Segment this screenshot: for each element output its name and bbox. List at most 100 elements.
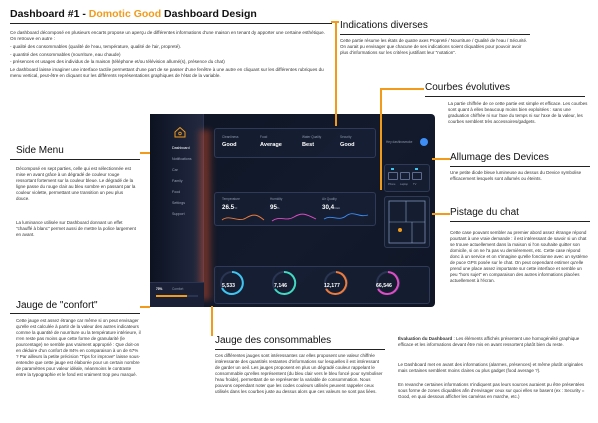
section-text-indications: Cette partie résume les états de quatre … [340,38,528,55]
gauge-rings [220,270,400,295]
gauge-value-cold-water: 5,533 [222,283,235,289]
intro-paragraph: Le dashboard laisse imaginer une interfa… [10,67,324,79]
air-quality-curve [323,213,369,220]
section-text-confort: Cette jauge est assez étrange car même s… [16,318,141,377]
section-text-sidemenu-2: La luminance utilisée sur Dashboard donn… [16,220,136,237]
device-label: TV [413,183,417,186]
section-title-indications: Indications diverses [340,20,428,31]
metric-value-temperature: 26.5°C [222,204,238,211]
evaluation-text: Évaluation du Dashboard : Les éléments a… [398,336,590,348]
electricity-gauge-arc [325,271,348,295]
intro-paragraph: - qualité des consommables (qualité de l… [10,43,182,49]
food-gauge-arc [377,271,400,295]
section-title-jauge: Jauge des consommables [215,335,332,346]
device-label: Phone [388,183,396,186]
section-text-sidemenu: Décomposé en sept parties, celle qui est… [16,166,136,201]
device-laptop-icon[interactable] [400,172,410,180]
intro-paragraph: - quantité des consommables (nourriture,… [10,51,121,57]
connector-line [380,88,424,90]
connector-line [380,88,382,190]
section-underline [450,166,590,167]
comfort-fill [156,295,187,297]
section-text-jauge: Ces différentes jauges sont intéressante… [215,353,383,394]
metric-curves [221,213,369,222]
menu-glow [196,130,214,300]
card-value-cleanliness[interactable]: Good [222,142,237,148]
card-label-food: Food [260,135,268,139]
home-logo-icon [174,126,186,138]
section-underline [215,349,385,350]
humidity-curve [271,213,317,222]
dashboard-side-menu [150,114,204,307]
menu-item-notifications[interactable]: Notifications [172,157,192,161]
section-text-pistage: Cette case pouvant sembler au premier ab… [450,230,588,283]
connector-line [211,306,213,336]
evaluation-label: Évaluation du Dashboard [398,336,453,341]
title-underline [10,23,332,24]
connector-line [140,306,150,308]
card-value-water[interactable]: Best [302,142,315,148]
metric-label-temperature: Temperature [222,197,240,201]
title-prefix: Dashboard #1 - [10,8,89,20]
section-title-pistage: Pistage du chat [450,207,519,218]
device-led-icon [415,168,418,170]
section-text-allumage: Une petite diode bleue lumineuse au dess… [450,170,582,181]
welcome-text: Hey dashbosmoke [386,140,413,144]
section-underline [425,96,585,97]
avatar[interactable] [420,138,428,146]
gauge-value-electricity: 12,177 [324,283,340,289]
title-suffix: Dashboard Design [161,8,257,20]
evaluation-text-2: Le Dashboard met en avant des informatio… [398,362,583,373]
section-title-allumage: Allumage des Devices [450,152,549,163]
title-accent: Domotic Good [88,8,162,20]
card-label-water: Water Quality [302,135,322,139]
section-title-confort: Jauge de "confort" [16,300,98,311]
menu-item-support[interactable]: Support [172,212,185,216]
page-title: Dashboard #1 - Domotic Good Dashboard De… [10,8,257,20]
device-tv-icon[interactable] [412,172,422,180]
connector-line [140,152,150,154]
metric-value-humidity: 95% [270,204,280,211]
connector-line [432,158,450,160]
metric-value-air: 30,4/mm [322,204,341,211]
device-label: Laptop [400,183,408,186]
menu-item-car[interactable]: Car [172,168,178,172]
connector-line [432,213,450,215]
section-title-courbes: Courbes évolutives [425,82,511,93]
cold-water-gauge-arc [221,271,244,295]
floor-plan-map-icon [388,200,426,244]
section-title-sidemenu: Side Menu [16,145,64,156]
temperature-curve [221,214,265,221]
evaluation-text-3: En revanche certaines informations n'ind… [398,382,585,399]
indications-panel [214,128,376,158]
card-label-security: Security [340,135,352,139]
menu-item-dashboard[interactable]: Dashboard [172,146,190,150]
device-led-icon [391,168,394,170]
intro-paragraph: - présences et usages des individus de l… [10,59,225,65]
section-underline [340,34,530,35]
gauges-panel [214,266,430,304]
menu-item-settings[interactable]: Settings [172,201,185,205]
curves-panel [214,192,376,226]
comfort-label: Comfort [172,287,184,291]
hot-water-gauge-arc [274,270,297,295]
metric-label-humidity: Humidity [270,197,283,201]
card-value-food[interactable]: Average [260,142,282,148]
evaluation-text-1: : Les éléments affichés présentent une h… [398,336,580,347]
card-value-security[interactable]: Good [340,142,355,148]
device-phone-icon[interactable] [388,172,398,180]
comfort-value: 73% [156,287,163,291]
comfort-gauge-area [150,282,204,307]
section-underline [10,159,140,160]
menu-item-family[interactable]: Family [172,179,183,183]
metric-label-air: Air Quality [322,197,337,201]
connector-line [335,22,337,126]
menu-item-food[interactable]: Food [172,190,181,194]
gauge-value-food: 66,546 [376,283,392,289]
intro-text: Ce dashboard décomposé en plusieurs enca… [10,30,332,79]
section-text-courbes: La partie chiffrée de ce cette partie es… [448,101,588,124]
section-underline [10,313,140,314]
gauge-value-hot-water: 7,146 [274,283,287,289]
section-underline [450,221,590,222]
connector-line [331,21,339,23]
